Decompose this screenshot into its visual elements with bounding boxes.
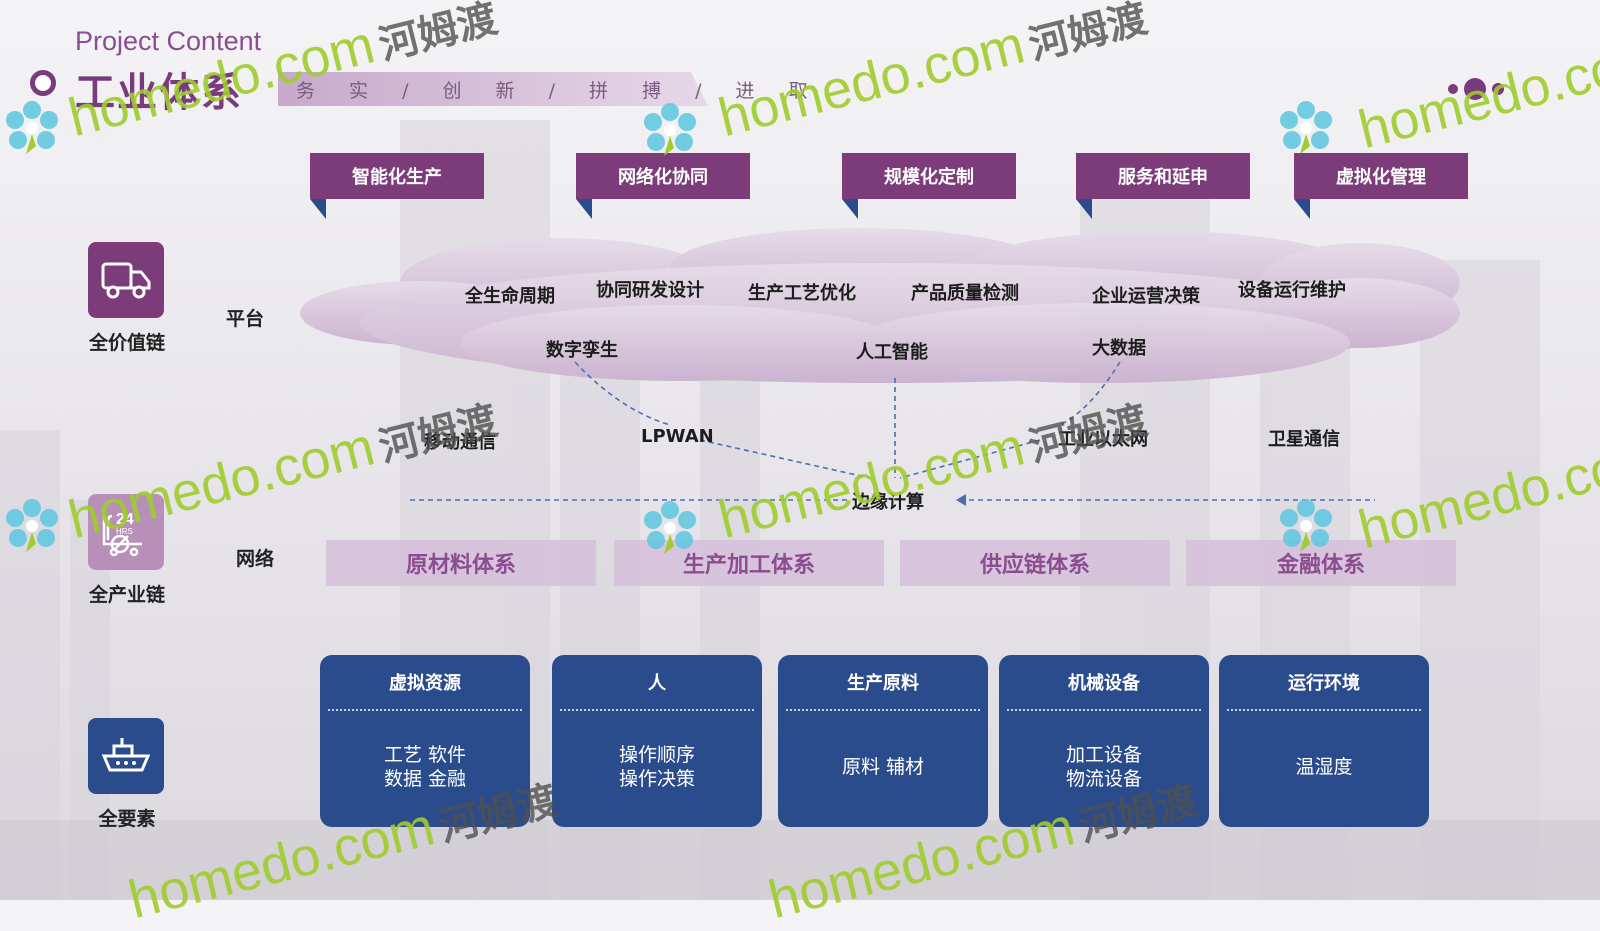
element-box: 运行环境 温湿度: [1219, 655, 1429, 827]
network-item: 移动通信: [424, 432, 496, 453]
connector-line: [1059, 361, 1121, 426]
title-bullet-icon: [30, 70, 56, 96]
banner-item: 规模化定制: [842, 153, 1016, 219]
element-line: 工艺 软件: [383, 744, 467, 766]
element-line: 加工设备: [1065, 744, 1142, 766]
element-title: 生产原料: [786, 655, 980, 711]
banner-item: 智能化生产: [310, 153, 484, 219]
banner-fold: [310, 199, 326, 219]
cart-24hrs-icon: 24 HRS: [88, 494, 164, 570]
banner-item: 虚拟化管理: [1294, 153, 1468, 219]
connector-line: [574, 361, 671, 426]
cloud-item: 全生命周期: [465, 286, 555, 307]
banner-label: 规模化定制: [842, 153, 1016, 199]
element-title: 运行环境: [1227, 655, 1421, 711]
element-body: 原料 辅材: [778, 711, 988, 823]
system-bar: 金融体系: [1186, 540, 1456, 586]
header-dots-decoration: [1448, 78, 1504, 100]
project-content-label: Project Content: [75, 26, 262, 56]
network-item: 卫星通信: [1268, 429, 1340, 450]
banner-item: 网络化协同: [576, 153, 750, 219]
value-chain-label: 全价值链: [88, 332, 165, 354]
system-bar: 原材料体系: [326, 540, 596, 586]
connector-line: [699, 439, 871, 479]
banner-fold: [576, 199, 592, 219]
banner-fold: [1076, 199, 1092, 219]
edge-computing-label: 边缘计算: [852, 492, 924, 513]
element-line: 操作顺序: [618, 744, 695, 766]
all-elements-item: 全要素: [72, 718, 182, 831]
slogan-text: 务 实 / 创 新 / 拼 搏 / 进 取: [296, 80, 822, 102]
all-elements-label: 全要素: [98, 808, 156, 830]
element-line: 原料 辅材: [841, 756, 925, 778]
value-chain-item: 全价值链: [72, 242, 182, 355]
cloud-item: 产品质量检测: [911, 283, 1019, 304]
industry-chain-label: 全产业链: [88, 584, 165, 606]
element-body: 工艺 软件 数据 金融: [320, 711, 530, 823]
dot-small-icon: [1492, 83, 1504, 95]
element-body: 温湿度: [1219, 711, 1429, 823]
cloud-item: 企业运营决策: [1092, 286, 1200, 307]
cloud-tech-item: 数字孪生: [546, 340, 618, 361]
banner-label: 智能化生产: [310, 153, 484, 199]
element-body: 加工设备 物流设备: [999, 711, 1209, 823]
system-bar: 生产加工体系: [614, 540, 884, 586]
banner-item: 服务和延申: [1076, 153, 1250, 219]
element-line: 温湿度: [1295, 756, 1353, 778]
element-box: 生产原料 原料 辅材: [778, 655, 988, 827]
network-item: LPWAN: [641, 426, 714, 447]
truck-icon: [88, 242, 164, 318]
element-box: 机械设备 加工设备 物流设备: [999, 655, 1209, 827]
industry-chain-item: 24 HRS 全产业链: [72, 494, 182, 607]
platform-label: 平台: [226, 308, 265, 330]
connector-line: [899, 439, 1041, 479]
cloud-tech-item: 人工智能: [856, 342, 928, 363]
ship-icon: [88, 718, 164, 794]
svg-text:HRS: HRS: [116, 527, 133, 536]
dot-small-icon: [1448, 84, 1458, 94]
element-line: 操作决策: [618, 768, 695, 790]
page-title: 工业体系: [75, 70, 243, 116]
platform-cloud: [300, 228, 1460, 383]
element-title: 虚拟资源: [328, 655, 522, 711]
arrow-left-icon: [956, 494, 966, 506]
element-body: 操作顺序 操作决策: [552, 711, 762, 823]
slogan-bar: [278, 72, 708, 106]
network-label: 网络: [236, 548, 275, 570]
cloud-item: 生产工艺优化: [748, 283, 856, 304]
element-box: 虚拟资源 工艺 软件 数据 金融: [320, 655, 530, 827]
element-title: 人: [560, 655, 754, 711]
cloud-tech-item: 大数据: [1092, 338, 1146, 359]
network-item: 工业以太网: [1058, 429, 1148, 450]
svg-text:24: 24: [116, 511, 134, 528]
banner-fold: [842, 199, 858, 219]
banner-label: 服务和延申: [1076, 153, 1250, 199]
cloud-item: 设备运行维护: [1238, 280, 1346, 301]
banner-fold: [1294, 199, 1310, 219]
element-title: 机械设备: [1007, 655, 1201, 711]
cloud-item: 协同研发设计: [596, 280, 704, 301]
dot-large-icon: [1464, 78, 1486, 100]
system-bar: 供应链体系: [900, 540, 1170, 586]
element-box: 人 操作顺序 操作决策: [552, 655, 762, 827]
element-line: 物流设备: [1065, 768, 1142, 790]
banner-label: 网络化协同: [576, 153, 750, 199]
banner-label: 虚拟化管理: [1294, 153, 1468, 199]
element-line: 数据 金融: [383, 768, 467, 790]
